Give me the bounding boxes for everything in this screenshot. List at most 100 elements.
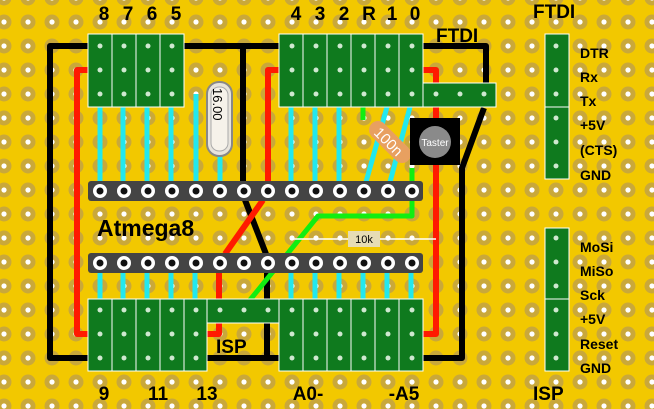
socket-pin-hole (264, 259, 272, 267)
strip-hole (145, 67, 151, 73)
socket-pin-hole (192, 187, 200, 195)
svg-text:(CTS): (CTS) (580, 142, 617, 158)
isp-header-label: ISP (533, 384, 564, 405)
strip-hole (145, 307, 151, 313)
strip-hole (553, 307, 559, 313)
svg-text:A0-: A0- (293, 384, 324, 405)
strip-hole (361, 91, 367, 97)
socket-pin-hole (96, 187, 104, 195)
crystal: 16.00 (206, 81, 233, 157)
strip-hole (361, 331, 367, 337)
strip-hole (289, 91, 295, 97)
socket-pin-hole (240, 187, 248, 195)
socket-pin-hole (264, 187, 272, 195)
strip-hole (337, 67, 343, 73)
strip-hole (553, 235, 559, 241)
svg-text:7: 7 (123, 4, 134, 25)
strip-hole (265, 307, 271, 313)
strip-hole (121, 331, 127, 337)
strip-hole (553, 283, 559, 289)
socket-pin-hole (168, 187, 176, 195)
strip-hole (385, 43, 391, 49)
strip-hole (361, 67, 367, 73)
strip-hole (409, 67, 415, 73)
isp-label: ISP (216, 337, 247, 358)
ftdi-header-label: FTDI (533, 2, 575, 23)
strip-hole (361, 307, 367, 313)
strip-hole (169, 91, 175, 97)
strip-hole (145, 331, 151, 337)
ftdi-pin-labels: DTR Rx Tx +5V (CTS) GND (580, 45, 617, 183)
gnd-wires (47, 43, 489, 361)
svg-text:3: 3 (315, 4, 326, 25)
strip-hole (337, 91, 343, 97)
strip-hole (97, 307, 103, 313)
socket-pin-hole (120, 187, 128, 195)
strip-hole (481, 91, 487, 97)
strip-hole (553, 91, 559, 97)
strip-hole (217, 307, 223, 313)
strip-hole (553, 43, 559, 49)
strip-hole (121, 43, 127, 49)
svg-text:16.00: 16.00 (210, 88, 225, 121)
ftdi-label: FTDI (436, 26, 478, 47)
svg-text:2: 2 (339, 4, 350, 25)
strip-hole (241, 307, 247, 313)
strip-hole (385, 355, 391, 361)
strip-hole (193, 331, 199, 337)
strip-hole (553, 139, 559, 145)
strip-hole (97, 331, 103, 337)
svg-text:13: 13 (196, 384, 217, 405)
isp-pin-labels: MoSi MiSo Sck +5V Reset GND (580, 239, 618, 376)
svg-text:10k: 10k (355, 234, 373, 246)
strip-hole (121, 355, 127, 361)
strip-hole (385, 67, 391, 73)
strip-hole (553, 163, 559, 169)
strip-hole (409, 331, 415, 337)
strip-hole (169, 331, 175, 337)
strip-hole (97, 355, 103, 361)
strip-hole (385, 91, 391, 97)
socket-pin-hole (408, 187, 416, 195)
svg-text:Tx: Tx (580, 93, 597, 109)
strip-hole (337, 307, 343, 313)
socket-pin-hole (336, 187, 344, 195)
svg-text:Rx: Rx (580, 69, 598, 85)
bottom-pin-labels: 9 11 13 A0- -A5 (99, 384, 420, 405)
svg-text:11: 11 (148, 384, 169, 405)
strip-hole (289, 307, 295, 313)
svg-text:R: R (362, 4, 376, 25)
socket-pin-hole (144, 187, 152, 195)
strip-hole (457, 91, 463, 97)
ic-socket (88, 181, 423, 273)
strip-hole (385, 307, 391, 313)
socket-pin-hole (120, 259, 128, 267)
socket-pin-hole (288, 187, 296, 195)
socket-pin-hole (360, 187, 368, 195)
strip-hole (97, 67, 103, 73)
socket-pin-hole (312, 259, 320, 267)
signal-wires (97, 94, 414, 299)
svg-text:+5V: +5V (580, 117, 606, 133)
svg-text:4: 4 (291, 4, 302, 25)
strip-hole (97, 43, 103, 49)
strip-hole (313, 331, 319, 337)
svg-text:Taster: Taster (421, 138, 449, 149)
svg-text:6: 6 (147, 4, 158, 25)
svg-text:GND: GND (580, 360, 611, 376)
strip-hole (361, 43, 367, 49)
svg-text:Reset: Reset (580, 336, 618, 352)
strip-hole (409, 355, 415, 361)
strip-hole (313, 307, 319, 313)
svg-text:-A5: -A5 (389, 384, 420, 405)
strip-hole (289, 331, 295, 337)
strip-hole (193, 355, 199, 361)
strip-hole (145, 91, 151, 97)
strip-hole (553, 115, 559, 121)
strip-hole (193, 307, 199, 313)
strip-hole (313, 43, 319, 49)
strip-hole (409, 43, 415, 49)
chip-label: Atmega8 (97, 215, 194, 241)
strip-hole (169, 355, 175, 361)
svg-text:5: 5 (171, 4, 182, 25)
